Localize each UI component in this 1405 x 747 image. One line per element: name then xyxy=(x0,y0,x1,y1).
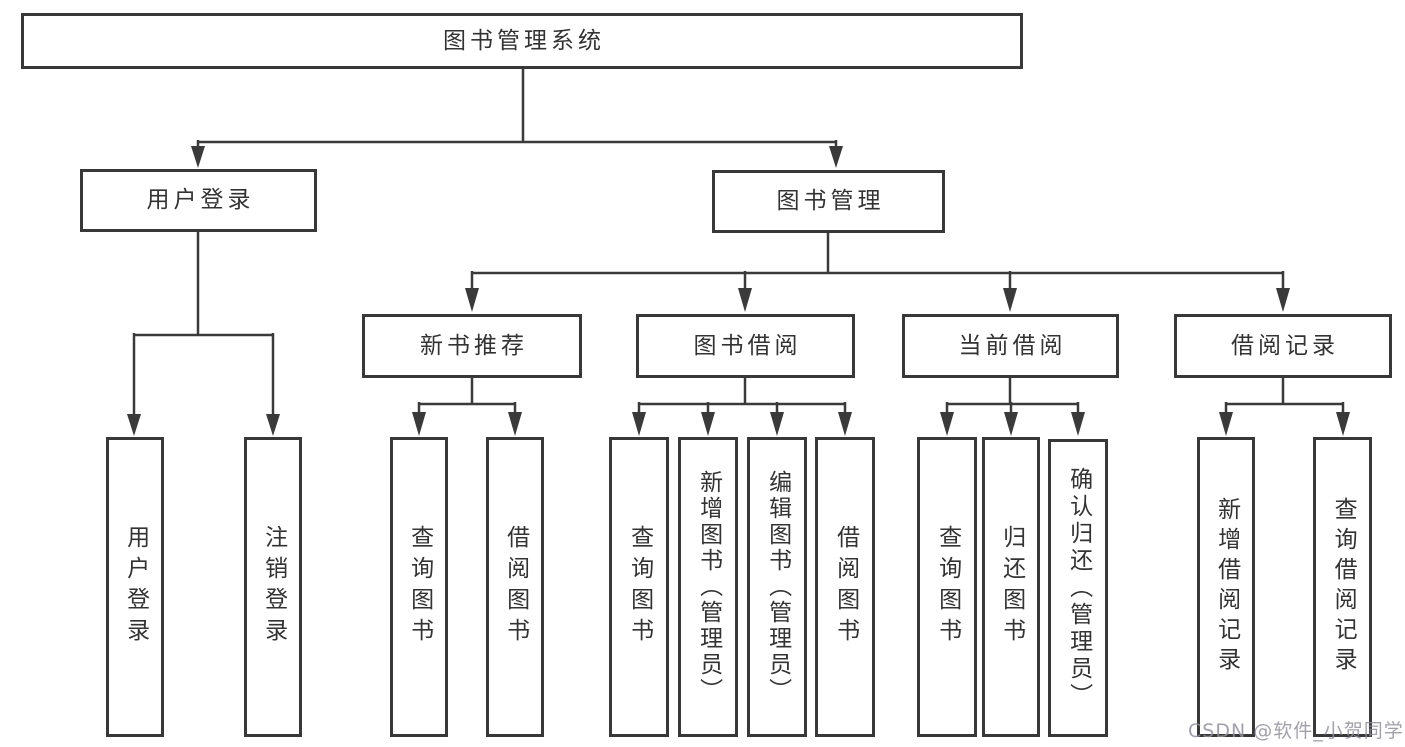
node-book-management: 图书管理 xyxy=(712,170,945,233)
connector-record xyxy=(1219,378,1350,436)
leaf-query-borrow-record-label: 查询借阅记录 xyxy=(1330,497,1357,677)
leaf-current-query-book: 查询图书 xyxy=(917,437,977,737)
leaf-user-login: 用户登录 xyxy=(106,437,164,737)
leaf-recommend-borrow-book-label: 借阅图书 xyxy=(502,525,529,649)
leaf-return-book: 归还图书 xyxy=(982,437,1040,737)
connector-recommend xyxy=(412,378,522,436)
node-borrow-record: 借阅记录 xyxy=(1174,314,1392,378)
leaf-logout-label: 注销登录 xyxy=(260,525,287,649)
leaf-return-book-label: 归还图书 xyxy=(998,525,1025,649)
node-book-borrow: 图书借阅 xyxy=(636,314,855,378)
node-user-login: 用户登录 xyxy=(80,169,317,232)
connector-book-management xyxy=(465,233,1290,312)
leaf-user-login-label: 用户登录 xyxy=(122,525,149,649)
node-current-borrow: 当前借阅 xyxy=(902,314,1119,378)
node-borrow-record-label: 借阅记录 xyxy=(1231,332,1339,359)
leaf-current-query-book-label: 查询图书 xyxy=(934,525,961,649)
leaf-recommend-query-book: 查询图书 xyxy=(390,437,448,737)
leaf-borrow-query-book: 查询图书 xyxy=(609,437,669,737)
node-root: 图书管理系统 xyxy=(21,13,1023,69)
leaf-recommend-query-book-label: 查询图书 xyxy=(406,525,433,649)
node-book-borrow-label: 图书借阅 xyxy=(693,332,802,359)
connector-root xyxy=(191,69,843,168)
node-root-label: 图书管理系统 xyxy=(443,27,605,54)
node-book-management-label: 图书管理 xyxy=(776,188,885,214)
leaf-borrow-book: 借阅图书 xyxy=(815,437,875,737)
leaf-logout: 注销登录 xyxy=(244,437,302,737)
leaf-edit-book-admin: 编辑图书（管理员） xyxy=(747,437,807,737)
csdn-watermark: CSDN @软件_小贺同学 xyxy=(1188,720,1404,742)
node-current-borrow-label: 当前借阅 xyxy=(958,332,1067,359)
node-new-book-recommend-label: 新书推荐 xyxy=(420,332,528,359)
leaf-confirm-return-admin-label: 确认归还（管理员） xyxy=(1065,466,1092,710)
connector-user-login xyxy=(127,232,280,436)
leaf-add-book-admin: 新增图书（管理员） xyxy=(678,437,738,737)
leaf-edit-book-admin-label: 编辑图书（管理员） xyxy=(764,470,791,704)
leaf-confirm-return-admin: 确认归还（管理员） xyxy=(1048,439,1108,737)
connector-current xyxy=(940,378,1085,436)
leaf-add-borrow-record: 新增借阅记录 xyxy=(1197,437,1255,737)
leaf-borrow-book-label: 借阅图书 xyxy=(832,525,859,649)
leaf-borrow-query-book-label: 查询图书 xyxy=(626,525,653,649)
leaf-recommend-borrow-book: 借阅图书 xyxy=(486,437,544,737)
leaf-query-borrow-record: 查询借阅记录 xyxy=(1313,437,1372,737)
leaf-add-book-admin-label: 新增图书（管理员） xyxy=(695,470,722,704)
leaf-add-borrow-record-label: 新增借阅记录 xyxy=(1213,497,1240,677)
connector-borrow xyxy=(632,378,852,436)
node-new-book-recommend: 新书推荐 xyxy=(362,314,582,378)
node-user-login-label: 用户登录 xyxy=(146,187,255,213)
